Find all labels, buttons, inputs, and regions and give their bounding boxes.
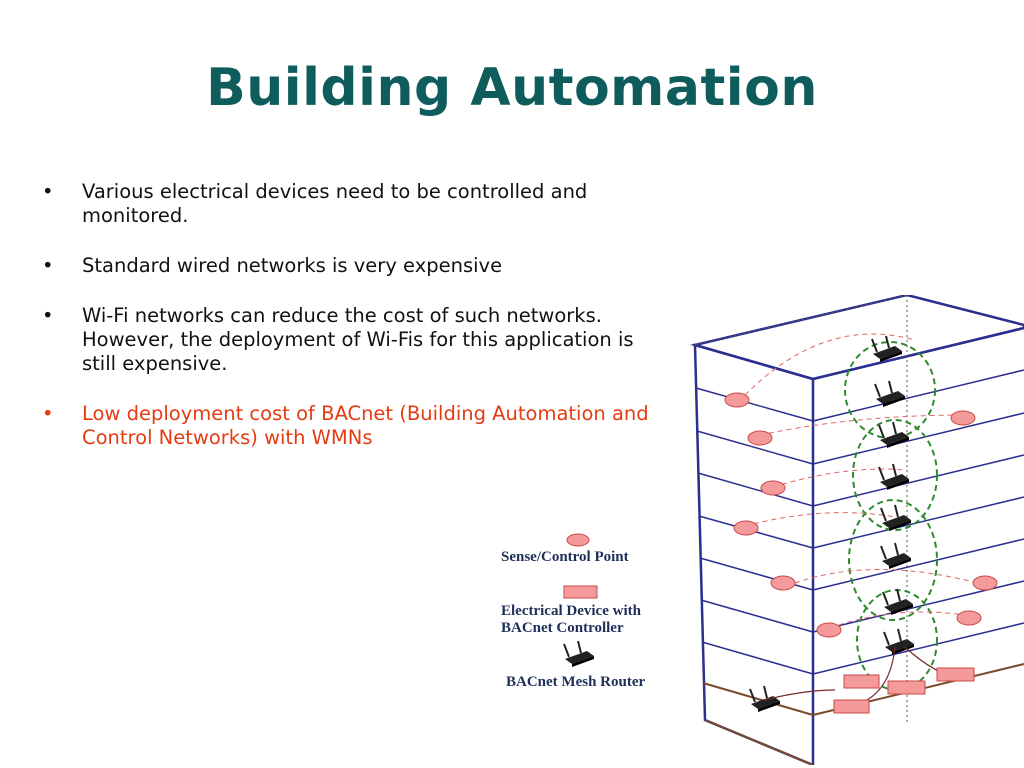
bullet-item-highlighted: • Low deployment cost of BACnet (Buildin… bbox=[40, 402, 665, 450]
legend-device-label-line2: BACnet Controller bbox=[501, 620, 624, 636]
electrical-device-icon bbox=[563, 585, 598, 599]
bullet-list: • Various electrical devices need to be … bbox=[40, 180, 665, 476]
ground-floor-devices bbox=[763, 646, 975, 714]
legend-device-label-line1: Electrical Device with bbox=[501, 603, 642, 619]
slide-title: Building Automation bbox=[206, 58, 818, 118]
legend-sense-point-label: Sense/Control Point bbox=[501, 549, 629, 565]
bullet-item: • Wi-Fi networks can reduce the cost of … bbox=[40, 304, 665, 376]
bullet-dot: • bbox=[42, 254, 54, 277]
building-sense-points bbox=[724, 392, 998, 638]
bullet-text: Standard wired networks is very expensiv… bbox=[82, 254, 503, 277]
bullet-text: Wi-Fi networks can reduce the cost of su… bbox=[82, 304, 634, 375]
legend-mesh-router-label: BACnet Mesh Router bbox=[506, 674, 645, 690]
bullet-dot: • bbox=[42, 304, 54, 327]
sensor-links bbox=[744, 333, 986, 629]
mesh-router-icon bbox=[563, 640, 595, 668]
bullet-dot: • bbox=[42, 180, 54, 203]
bullet-text: Low deployment cost of BACnet (Building … bbox=[82, 402, 649, 449]
bullet-dot: • bbox=[42, 402, 54, 425]
bullet-text: Various electrical devices need to be co… bbox=[82, 180, 588, 227]
bullet-item: • Various electrical devices need to be … bbox=[40, 180, 665, 228]
sense-control-point-icon bbox=[566, 533, 590, 547]
figure-legend: Sense/Control Point Electrical Device wi… bbox=[501, 533, 645, 690]
bullet-item: • Standard wired networks is very expens… bbox=[40, 254, 665, 278]
building-network-figure: Sense/Control Point Electrical Device wi… bbox=[501, 295, 1024, 765]
